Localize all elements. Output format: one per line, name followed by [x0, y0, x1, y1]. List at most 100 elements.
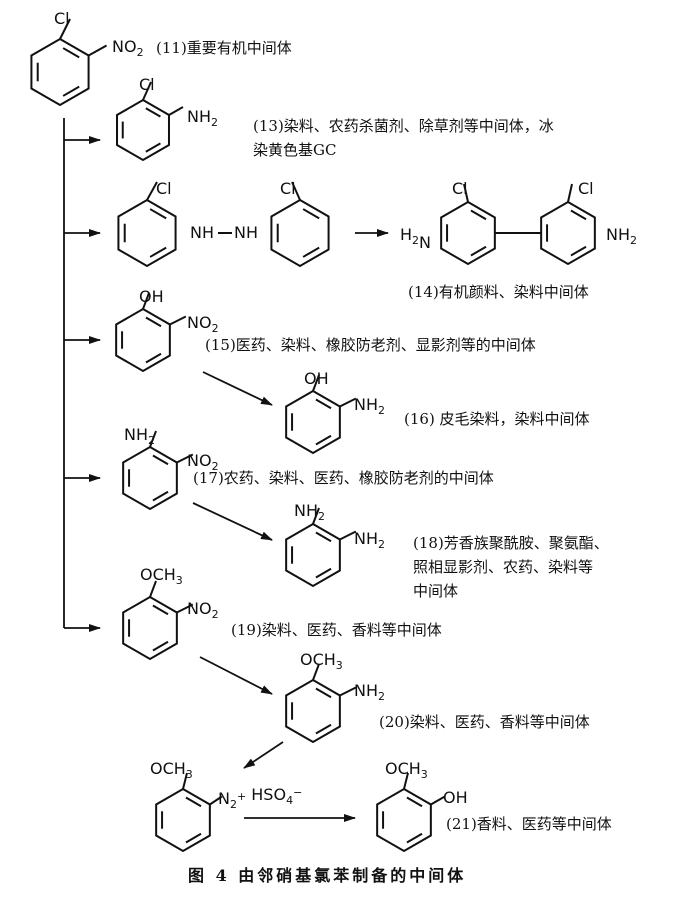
ring-18-double-bond [315, 567, 332, 579]
bond-15-oh [142, 292, 150, 310]
atom-15-oh: OH [139, 287, 164, 306]
bond-21-oh [430, 795, 446, 806]
ring-14-right-double-bond [570, 245, 587, 257]
atom-20-nh2: NH2 [354, 681, 385, 703]
ring-11-double-bond [62, 47, 80, 59]
atom-21-och3: OCH3 [385, 759, 428, 781]
atom-13-nh2: NH2 [187, 107, 218, 129]
ring-20 [285, 678, 341, 744]
label-18-line3: 中间体 [413, 582, 459, 600]
ring-16 [285, 389, 341, 455]
ring-15 [115, 307, 171, 373]
label-21: (21)香料、医药等中间体 [446, 815, 612, 833]
atom-19-och3: OCH3 [140, 565, 183, 587]
atom-14-cl2: Cl [578, 179, 594, 198]
ring-19 [122, 595, 178, 661]
label-15: (15)医药、染料、橡胶防老剂、显影剂等的中间体 [205, 336, 536, 354]
atom-14-cl1: Cl [452, 179, 468, 198]
atom-13-cl: Cl [139, 75, 155, 94]
atom-19-no2: NO2 [187, 599, 219, 621]
ring-16-double-bond [315, 398, 332, 410]
bond-20-nh2 [339, 686, 357, 697]
bond-17-no2 [176, 453, 194, 464]
ring-13-double-bond [145, 142, 161, 153]
bond-18-nh2a [312, 507, 320, 525]
label-17: (17)农药、染料、医药、橡胶防老剂的中间体 [193, 469, 494, 487]
atom-hydrazo-cl2: Cl [280, 179, 296, 198]
ring-hydrazo-right-double-bond [302, 208, 320, 220]
ring-19-double-bond [152, 640, 169, 652]
atom-18-nh2a: NH2 [294, 501, 325, 523]
atom-14-h2n: H2N [400, 225, 431, 252]
ring-18-double-bond [315, 531, 332, 543]
ring-11 [30, 37, 90, 107]
ring-21-double-bond [406, 832, 423, 844]
arrow-to-18 [192, 502, 273, 541]
atom-17-nh2: NH2 [124, 425, 155, 447]
ring-diazonium [155, 787, 211, 853]
ring-16-double-bond [315, 434, 332, 446]
bond-20-och3 [312, 663, 320, 681]
ring-18 [285, 522, 341, 588]
ring-hydrazo-left-double-bond [149, 246, 167, 258]
ring-hydrazo-left-double-bond [149, 208, 167, 220]
bond-21-och3 [403, 772, 409, 790]
label-13-line1: (13)染料、农药杀菌剂、除草剂等中间体，冰 [253, 117, 554, 135]
ring-21-double-bond [406, 796, 423, 808]
atom-hydrazo-nh2: NH [234, 223, 258, 242]
label-20: (20)染料、医药、香料等中间体 [379, 713, 590, 731]
label-14: (14)有机颜料、染料中间体 [408, 283, 589, 301]
bond-16-nh2 [339, 397, 357, 408]
ring-21 [376, 787, 432, 853]
ring-15-double-bond [145, 352, 162, 364]
ring-17 [122, 445, 178, 511]
ring-14-left-double-bond [470, 245, 487, 257]
atom-21-oh: OH [443, 788, 468, 807]
label-18-line2: 照相显影剂、农药、染料等 [413, 558, 594, 576]
bond-18-nh2b [339, 530, 357, 541]
atom-diazo-och3: OCH3 [150, 759, 193, 781]
bond-17-nh2 [149, 430, 157, 448]
ring-11-double-bond [62, 85, 80, 97]
ring-14-left-double-bond [470, 209, 487, 221]
arrow-to-16 [202, 371, 273, 406]
ring-20-double-bond [315, 687, 332, 699]
label-16: (16) 皮毛染料，染料中间体 [404, 410, 590, 428]
atom-hydrazo-nh1: NH [190, 223, 214, 242]
bond-diazo-n2 [209, 795, 223, 806]
ring-13 [116, 98, 170, 162]
bond-hydrazo-cl1 [146, 181, 158, 201]
ring-hydrazo-right [270, 198, 330, 268]
atom-16-nh2: NH2 [354, 395, 385, 417]
bond-19-no2 [176, 603, 194, 614]
bond-14-cl2 [567, 183, 573, 203]
atom-16-oh: OH [304, 369, 329, 388]
ring-14-right [540, 200, 596, 266]
atom-11-no2: NO2 [112, 37, 144, 59]
atom-20-och3: OCH3 [300, 650, 343, 672]
label-11: (11)重要有机中间体 [156, 39, 292, 57]
ring-13-double-bond [145, 107, 161, 118]
label-19: (19)染料、医药、香料等中间体 [231, 621, 442, 639]
bond-15-no2 [169, 315, 187, 326]
bond-13-nh2 [168, 106, 184, 116]
atom-15-no2: NO2 [187, 313, 219, 335]
ring-hydrazo-right-double-bond [302, 246, 320, 258]
arrow-to-20 [199, 656, 273, 695]
label-18-line1: (18)芳香族聚酰胺、聚氨酯、 [413, 534, 609, 552]
bond-14-cl1 [463, 183, 469, 203]
bond-13-cl [142, 81, 152, 101]
label-13-line2: 染黄色基GC [253, 141, 337, 159]
ring-17-double-bond [152, 454, 169, 466]
atom-hydrazo-cl1: Cl [156, 179, 172, 198]
bond-11-no2 [88, 44, 108, 57]
ring-hydrazo-left [117, 198, 177, 268]
bond-diazo-och3 [182, 772, 188, 790]
ring-diazonium-double-bond [185, 832, 202, 844]
atom-diazo-n2-hso4: N2+ HSO4− [218, 785, 302, 811]
ring-14-right-double-bond [570, 209, 587, 221]
atom-17-no2: NO2 [187, 451, 219, 473]
atom-11-cl: Cl [54, 9, 70, 28]
atom-14-nh2: NH2 [606, 225, 637, 247]
